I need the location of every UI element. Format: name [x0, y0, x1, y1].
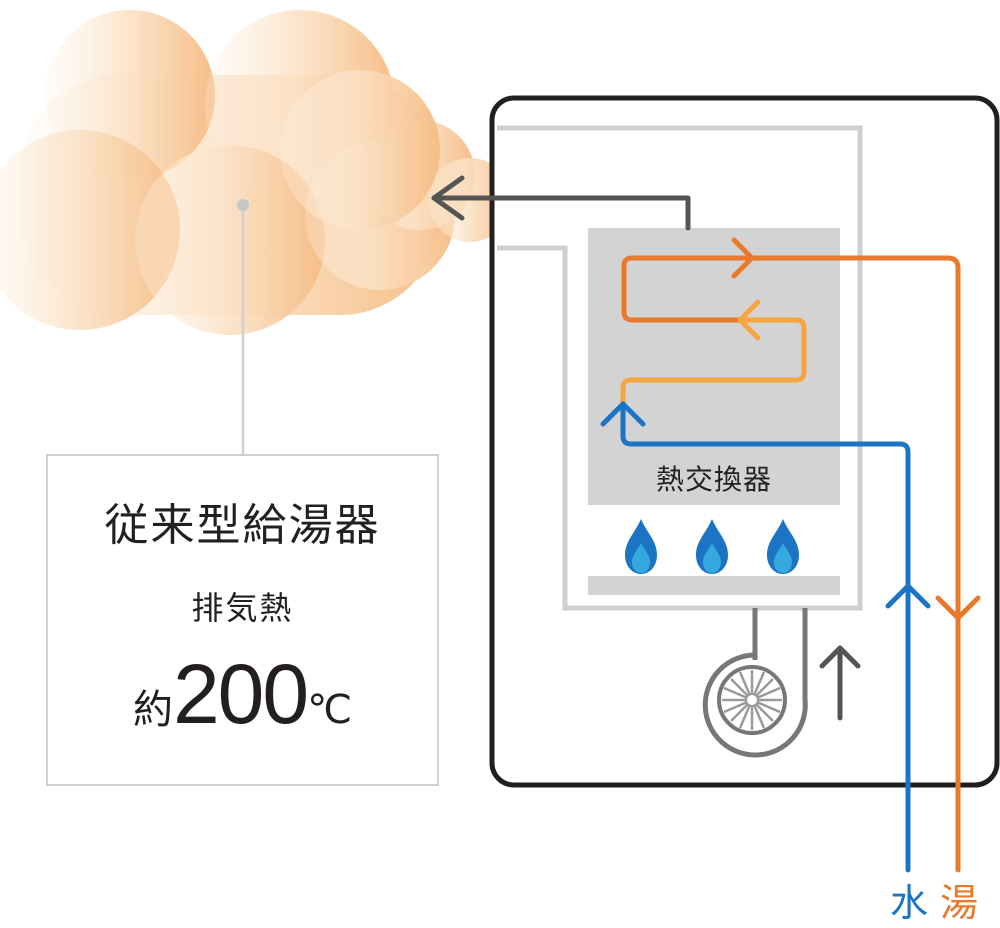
fan-icon [717, 665, 787, 735]
arrow-icon [935, 595, 981, 621]
callout-connector [237, 199, 249, 454]
arrow-icon [600, 401, 646, 427]
exhaust-steam-cloud [0, 10, 512, 335]
heat-exchanger-label: 熱交換器 [655, 463, 772, 496]
hot-water-pipe [621, 237, 981, 873]
intake-air-arrow [819, 645, 861, 721]
flame-icon [625, 519, 657, 574]
hot-water-pipe-label: 湯 [940, 881, 979, 925]
heat-exchanger-block [588, 228, 840, 505]
combustion-chamber-outline [497, 125, 863, 611]
arrow-icon [885, 583, 931, 609]
flame-icon [767, 519, 799, 574]
arrow-icon [731, 237, 755, 279]
arrow-icon [737, 299, 761, 341]
temperature-value: 200 [172, 647, 309, 741]
burner-plate [588, 576, 840, 595]
cold-water-pipe [600, 401, 931, 873]
arrow-icon [431, 175, 465, 221]
burner-flames [625, 519, 799, 574]
water-pipe-label: 水 [890, 881, 929, 925]
exhaust-temperature: 約200℃ [48, 652, 437, 736]
exhaust-heat-label: 排気熱 [191, 589, 294, 627]
arrow-icon [819, 645, 861, 669]
temperature-unit: ℃ [307, 687, 353, 733]
heater-type-title: 従来型給湯器 [104, 500, 381, 551]
fan-blower [702, 608, 808, 758]
temperature-prefix: 約 [132, 687, 173, 733]
exhaust-flow-arrow [431, 175, 691, 231]
callout-info-box: 従来型給湯器 排気熱 約200℃ [46, 454, 439, 786]
flame-icon [696, 519, 728, 574]
warming-water-pipe [620, 299, 807, 411]
